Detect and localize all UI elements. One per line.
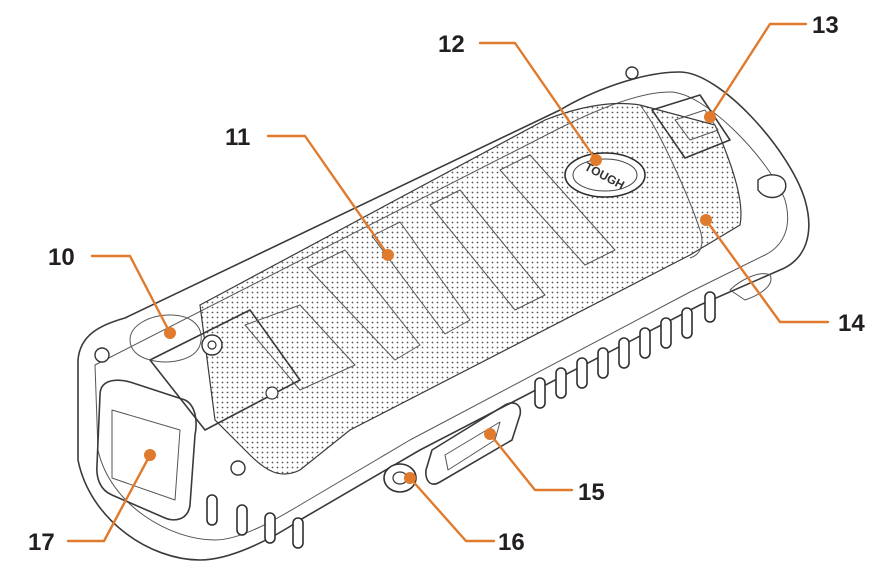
leader-line-13 xyxy=(708,22,808,119)
leader-line-17 xyxy=(66,453,152,543)
bottom-panel xyxy=(96,379,197,521)
leader-line-16 xyxy=(408,476,496,543)
back-cover-texture xyxy=(199,102,742,475)
right-side-groove xyxy=(729,273,772,301)
callouts: 10 11 12 13 14 15 xyxy=(28,12,865,556)
callout-label-16: 16 xyxy=(498,529,525,556)
callout-label-13: 13 xyxy=(812,12,839,39)
side-connector xyxy=(425,402,522,485)
callout-14: 14 xyxy=(700,214,865,337)
callout-label-11: 11 xyxy=(225,124,250,151)
leader-dot-16 xyxy=(404,472,416,484)
callout-13: 13 xyxy=(704,12,839,123)
leader-dot-14 xyxy=(700,214,712,226)
phone-body: TOUGH xyxy=(77,66,810,561)
side-button xyxy=(383,463,417,493)
leader-line-11 xyxy=(266,134,390,257)
callout-17: 17 xyxy=(28,449,156,556)
back-cover-seam xyxy=(639,104,703,259)
callout-label-10: 10 xyxy=(48,244,75,271)
leader-line-12 xyxy=(478,41,598,162)
callout-label-12: 12 xyxy=(438,31,465,58)
lanyard-slot xyxy=(651,94,731,159)
leader-line-15 xyxy=(488,432,574,492)
leader-dot-12 xyxy=(590,154,602,166)
callout-label-17: 17 xyxy=(28,529,55,556)
corner-screws xyxy=(94,66,787,476)
leader-line-10 xyxy=(90,254,172,335)
callout-label-14: 14 xyxy=(838,310,865,337)
leader-dot-10 xyxy=(164,327,176,339)
leader-line-14 xyxy=(704,218,830,324)
logo-badge: TOUGH xyxy=(564,152,646,198)
leader-dot-13 xyxy=(704,111,716,123)
side-vents xyxy=(206,291,716,549)
phone-outer-shell xyxy=(77,71,810,561)
leader-dot-15 xyxy=(484,428,496,440)
back-ribs xyxy=(307,154,616,361)
callout-16: 16 xyxy=(404,472,525,556)
leader-dot-17 xyxy=(144,449,156,461)
callout-10: 10 xyxy=(48,244,176,339)
callout-label-15: 15 xyxy=(578,479,605,506)
phone-inner-edge xyxy=(94,91,789,541)
callout-11: 11 xyxy=(225,124,394,261)
camera-module xyxy=(129,309,301,431)
callout-15: 15 xyxy=(484,428,605,506)
callout-12: 12 xyxy=(438,31,602,166)
clip-plate xyxy=(244,304,356,391)
leader-dot-11 xyxy=(382,249,394,261)
